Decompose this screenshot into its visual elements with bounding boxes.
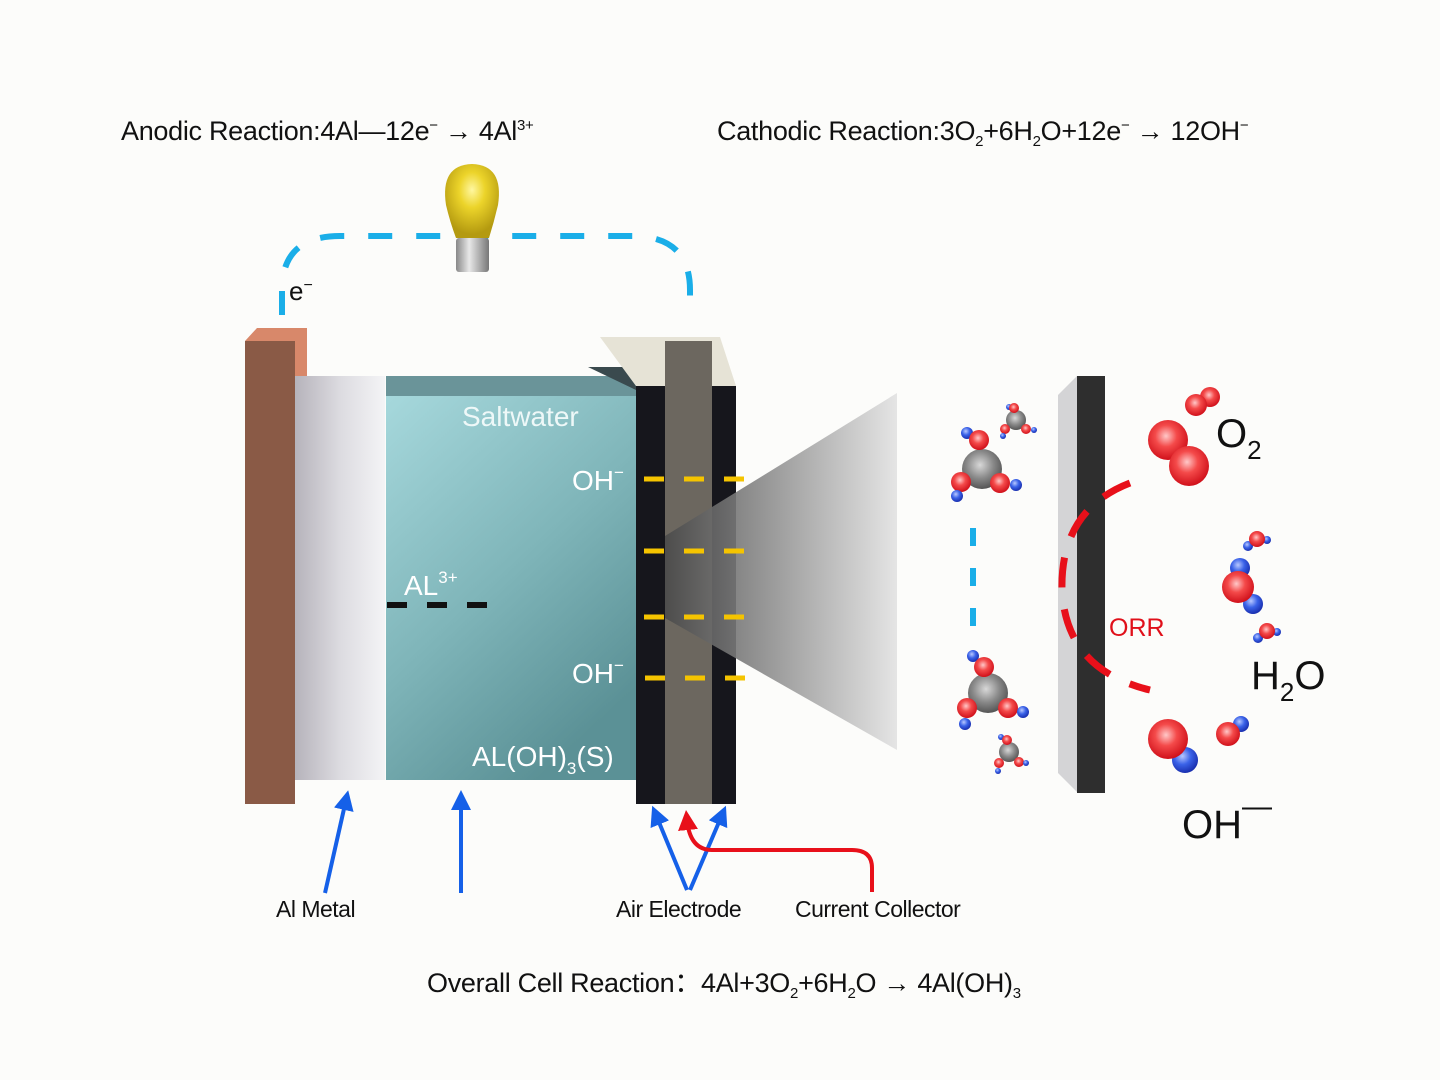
h2o-sub: 2 [1279, 677, 1295, 707]
orr-arc [1058, 479, 1151, 694]
cathodic-arrow: → [1129, 116, 1171, 146]
electron-label: e− [289, 276, 313, 307]
oh-sup: — [1242, 790, 1272, 823]
hydroxide-paths [644, 476, 746, 681]
saltwater-label: Saltwater [462, 401, 579, 432]
oh-top-label: OH− [572, 463, 624, 497]
cathodic-sup: − [1120, 117, 1130, 134]
o2-text: O [1216, 412, 1248, 456]
oh-text: OH [1182, 803, 1242, 847]
cathodic-text-b: +6H [983, 116, 1033, 146]
cathodic-sub-1: 2 [975, 133, 984, 150]
water-molecules [1222, 531, 1281, 643]
electrode-zoom [1077, 376, 1105, 793]
label-arrows [323, 790, 874, 894]
oh-top-sup: − [614, 463, 624, 482]
overall-reaction: Overall Cell Reaction：4Al+3O2+6H2O → 4Al… [427, 961, 1021, 1002]
precipitate-text-b: (S) [576, 741, 614, 772]
precipitate-sub: 3 [566, 759, 577, 778]
aluminate-molecules [951, 403, 1037, 774]
cathodic-sup-2: − [1239, 117, 1249, 134]
h2o-label: H2O [1251, 654, 1325, 708]
al-metal-layer [295, 376, 385, 780]
anodic-product-sup: 3+ [517, 117, 534, 134]
overall-text-b: +6H [798, 968, 848, 998]
air-electrode-label: Air Electrode [616, 896, 742, 922]
precipitate-text-a: AL(OH) [472, 741, 567, 772]
electron-text: e [289, 276, 304, 306]
magnify-cone [665, 393, 897, 750]
h2o-text-b: O [1294, 654, 1326, 698]
light-bulb-icon [445, 164, 499, 272]
anodic-product: 4Al [478, 116, 517, 146]
oh-bottom-label: OH− [572, 656, 624, 690]
oh-top-text: OH [572, 465, 614, 496]
oh-bottom-text: OH [572, 658, 614, 689]
cathodic-text-a: Cathodic Reaction:3O [717, 116, 976, 146]
anode-plate [245, 328, 307, 804]
cathodic-sub-2: 2 [1032, 133, 1041, 150]
electrode-side-face [1058, 376, 1077, 792]
orr-label: ORR [1109, 614, 1165, 642]
overall-sub-2: 2 [847, 985, 856, 1002]
al-ion-text: AL [404, 570, 439, 601]
overall-text-c: O [855, 968, 877, 998]
current-collector-label: Current Collector [795, 896, 961, 922]
anodic-text: Anodic Reaction:4Al—12e [121, 116, 430, 146]
anodic-reaction: Anodic Reaction:4Al—12e− → 4Al3+ [121, 116, 534, 147]
precipitate-label: AL(OH)3(S) [472, 741, 614, 779]
oh-bottom-sup: − [614, 656, 624, 675]
saltwater-electrolyte [386, 367, 650, 780]
al-ion-label: AL3+ [404, 568, 458, 602]
hydroxide-molecules [1148, 716, 1249, 773]
overall-text-d: 4Al(OH) [917, 968, 1013, 998]
cathodic-reaction: Cathodic Reaction:3O2+6H2O+12e− → 12OH− [717, 116, 1249, 150]
overall-sub-3: 3 [1012, 985, 1021, 1002]
anodic-sup: − [429, 117, 438, 134]
anodic-arrow: → [437, 116, 479, 146]
oxygen-molecules [1148, 387, 1220, 486]
o2-sub: 2 [1247, 435, 1262, 465]
oh-label: OH— [1182, 790, 1272, 848]
cathodic-text-c: O+12e [1040, 116, 1122, 146]
al-metal-label: Al Metal [276, 896, 356, 922]
h2o-text-a: H [1251, 654, 1280, 698]
o2-label: O2 [1216, 412, 1262, 466]
overall-text-a: Overall Cell Reaction：4Al+3O [427, 968, 791, 998]
electron-sup: − [303, 277, 313, 294]
overall-sub-1: 2 [790, 985, 799, 1002]
cathodic-text-d: 12OH [1170, 116, 1241, 146]
overall-arrow: → [876, 968, 918, 998]
al-ion-sup: 3+ [438, 568, 458, 587]
